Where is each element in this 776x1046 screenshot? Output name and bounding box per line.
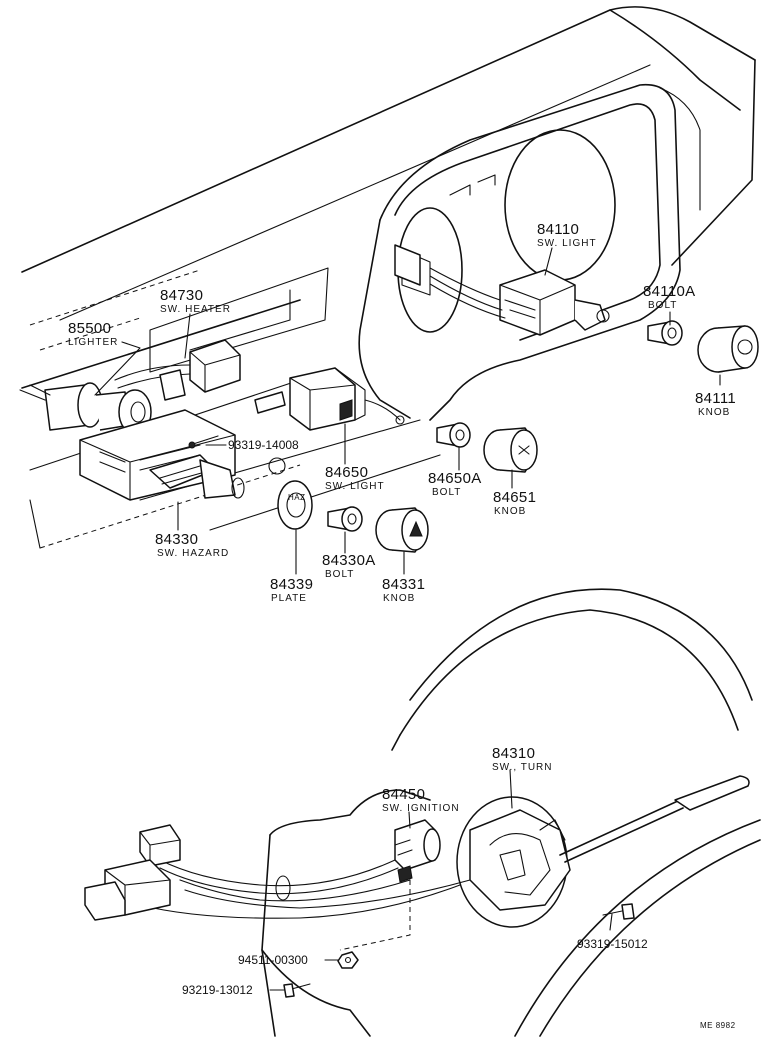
part-number-93219-13012: 93219-13012 (182, 983, 253, 997)
part-desc-84331: KNOB (383, 593, 415, 604)
part-number-84330A: 84330A (322, 552, 376, 569)
part-number-84111: 84111 (695, 390, 736, 407)
part-number-84330: 84330 (155, 531, 198, 548)
leader-lines (94, 247, 721, 829)
part-desc-84450: SW. IGNITION (382, 803, 460, 814)
part-number-84650: 84650 (325, 464, 368, 481)
part-number-85500: 85500 (68, 320, 111, 337)
part-desc-84330A: BOLT (325, 569, 354, 580)
steering-column-drawing (84, 588, 761, 1037)
part-labels: 84730 SW. HEATER 85500 LIGHTER 84110 SW.… (68, 221, 736, 1030)
part-desc-84651: KNOB (494, 506, 526, 517)
part-desc-84730: SW. HEATER (160, 304, 231, 315)
part-desc-84330: SW. HAZARD (157, 548, 229, 559)
part-number-84730: 84730 (160, 287, 203, 304)
part-number-84339: 84339 (270, 576, 313, 593)
part-desc-84650A: BOLT (432, 487, 461, 498)
part-desc-84111: KNOB (698, 407, 730, 418)
part-number-84450: 84450 (382, 786, 425, 803)
part-number-84310: 84310 (492, 745, 535, 762)
part-number-84110: 84110 (537, 221, 579, 238)
part-desc-84339: PLATE (271, 593, 307, 604)
part-number-84651: 84651 (493, 489, 536, 506)
svg-text:HAZ: HAZ (288, 493, 306, 502)
part-number-93319-14008: 93319-14008 (228, 438, 299, 452)
part-number-84650A: 84650A (428, 470, 482, 487)
part-desc-84110A: BOLT (648, 300, 677, 311)
part-desc-85500: LIGHTER (68, 337, 118, 348)
part-desc-84650: SW. LIGHT (325, 481, 385, 492)
part-number-94511-00300: 94511-00300 (238, 953, 308, 967)
part-number-84110A: 84110A (643, 283, 695, 300)
part-desc-84110: SW. LIGHT (537, 238, 597, 249)
part-number-93319-15012: 93319-15012 (577, 937, 648, 951)
part-desc-84310: SW., TURN (492, 762, 552, 773)
part-number-84331: 84331 (382, 576, 425, 593)
instrument-panel-drawing: HAZ (19, 6, 759, 553)
figure-code: ME 8982 (700, 1021, 736, 1030)
